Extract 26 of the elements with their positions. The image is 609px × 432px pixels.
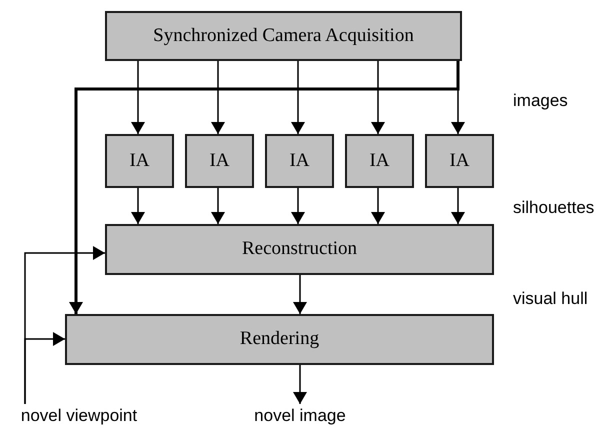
process-box: IA xyxy=(345,134,414,188)
stage-label: visual hull xyxy=(513,288,588,310)
arrow xyxy=(371,188,385,224)
arrow xyxy=(451,188,465,224)
arrow xyxy=(69,61,460,314)
process-box: Reconstruction xyxy=(105,224,494,275)
process-box: Rendering xyxy=(65,314,494,365)
arrow xyxy=(131,61,145,134)
arrow xyxy=(291,61,305,134)
arrow xyxy=(291,188,305,224)
process-box: IA xyxy=(185,134,254,188)
process-box: Synchronized Camera Acquisition xyxy=(105,11,462,61)
process-box: IA xyxy=(265,134,334,188)
arrow xyxy=(211,188,225,224)
stage-label: images xyxy=(513,90,568,112)
node-label: novel image xyxy=(240,404,360,428)
arrow xyxy=(24,332,65,404)
process-box: IA xyxy=(105,134,174,188)
arrow xyxy=(293,275,307,314)
process-box: IA xyxy=(425,134,494,188)
arrow xyxy=(293,365,307,404)
stage-label: silhouettes xyxy=(513,197,594,219)
arrow xyxy=(131,188,145,224)
node-label: novel viewpoint xyxy=(4,404,154,428)
arrow xyxy=(211,61,225,134)
arrow xyxy=(371,61,385,134)
